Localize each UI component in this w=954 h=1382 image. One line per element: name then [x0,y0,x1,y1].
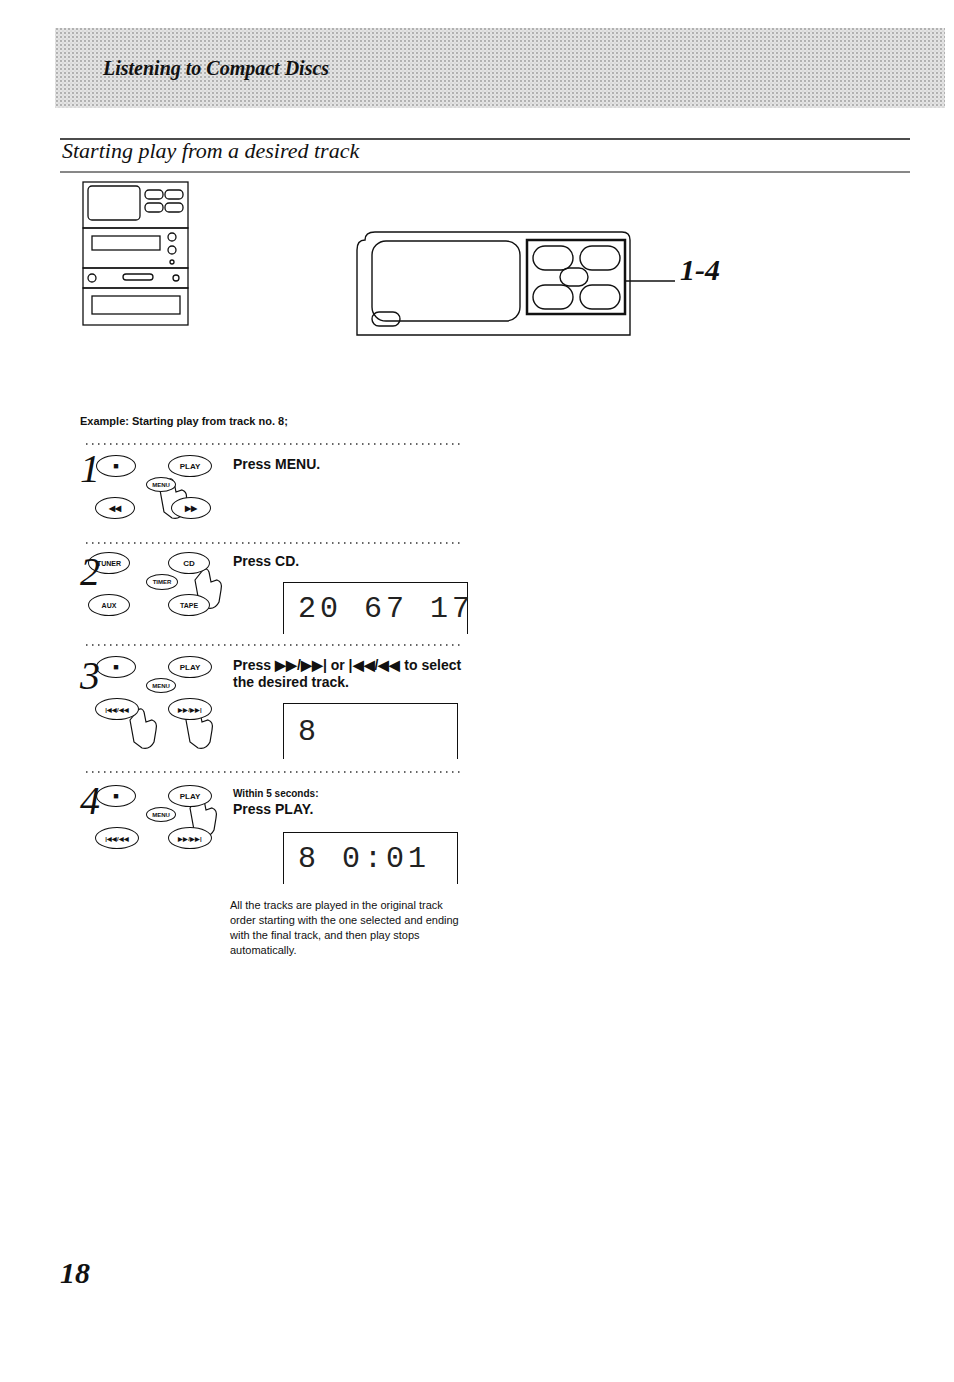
note-text: All the tracks are played in the origina… [230,898,465,957]
button-label: MENU [152,683,170,689]
step-number: 1 [80,445,120,493]
button-label: |◀◀/◀◀ [105,835,128,842]
button-label: TAPE [180,602,198,609]
instruction: Press PLAY. [233,801,453,818]
button-label: AUX [102,602,117,609]
lcd-display: 20 67 17 [283,582,468,634]
display-readout: 20 67 17 [298,592,474,626]
button-label: ▶▶/▶▶| [178,706,201,713]
stereo-illustration [83,182,188,325]
hand-cursor [130,479,222,837]
remote-button: ▶▶/▶▶| [168,698,212,720]
button-label: CD [183,559,195,568]
button-label: ■ [113,461,118,471]
header-text: Listening to Compact Discs [103,56,503,80]
remote-button: ■ [96,785,136,807]
button-label: ◀◀ [109,504,121,513]
button-label: TUNER [97,560,121,567]
button-label: |◀◀/◀◀ [105,706,128,713]
button-label: PLAY [180,462,201,471]
remote-button: PLAY [168,455,212,477]
remote-button: PLAY [168,656,212,678]
instruction: Press CD. [233,553,453,570]
remote-button: CD [168,552,210,574]
remote-button: |◀◀/◀◀ [95,827,139,849]
remote-illustration [357,232,675,335]
page-number: 18 [60,1255,120,1291]
remote-button: MENU [146,807,176,822]
step-number: 4 [80,777,120,825]
button-label: ■ [113,791,118,801]
button-label: ■ [113,662,118,672]
lcd-display: 8 [283,703,458,759]
instruction: Press ▶▶/▶▶| or |◀◀/◀◀ to select the des… [233,657,465,691]
remote-button: |◀◀/◀◀ [95,698,139,720]
remote-button: MENU [146,477,176,492]
display-readout: 8 [298,715,320,749]
lcd-display: 8 0:01 [283,832,458,884]
remote-button: TIMER [146,574,178,590]
instruction-note: Within 5 seconds: [233,788,453,800]
button-label: MENU [152,482,170,488]
remote-button: AUX [88,594,130,616]
button-label: ▶▶ [185,504,197,513]
step-number: 2 [80,548,120,596]
button-label: PLAY [180,792,201,801]
step-number: 3 [80,652,120,700]
button-label: PLAY [180,663,201,672]
section-title: Starting play from a desired track [62,138,359,164]
button-label: MENU [152,812,170,818]
button-label: ▶▶/▶▶| [178,835,201,842]
display-readout: 8 0:01 [298,842,430,876]
remote-button: ▶▶/▶▶| [168,827,212,849]
example-note: Example: Starting play from track no. 8; [80,415,460,428]
remote-button: PLAY [168,785,212,807]
header-band [55,28,945,108]
remote-button: ▶▶ [171,497,211,519]
remote-button: TAPE [168,594,210,616]
remote-button: ■ [96,455,136,477]
callout-number: 1-4 [680,252,760,288]
button-label: TIMER [153,579,172,585]
remote-button: ◀◀ [95,497,135,519]
remote-button: MENU [146,678,176,693]
remote-button: ■ [96,656,136,678]
instruction: Press MENU. [233,456,453,473]
